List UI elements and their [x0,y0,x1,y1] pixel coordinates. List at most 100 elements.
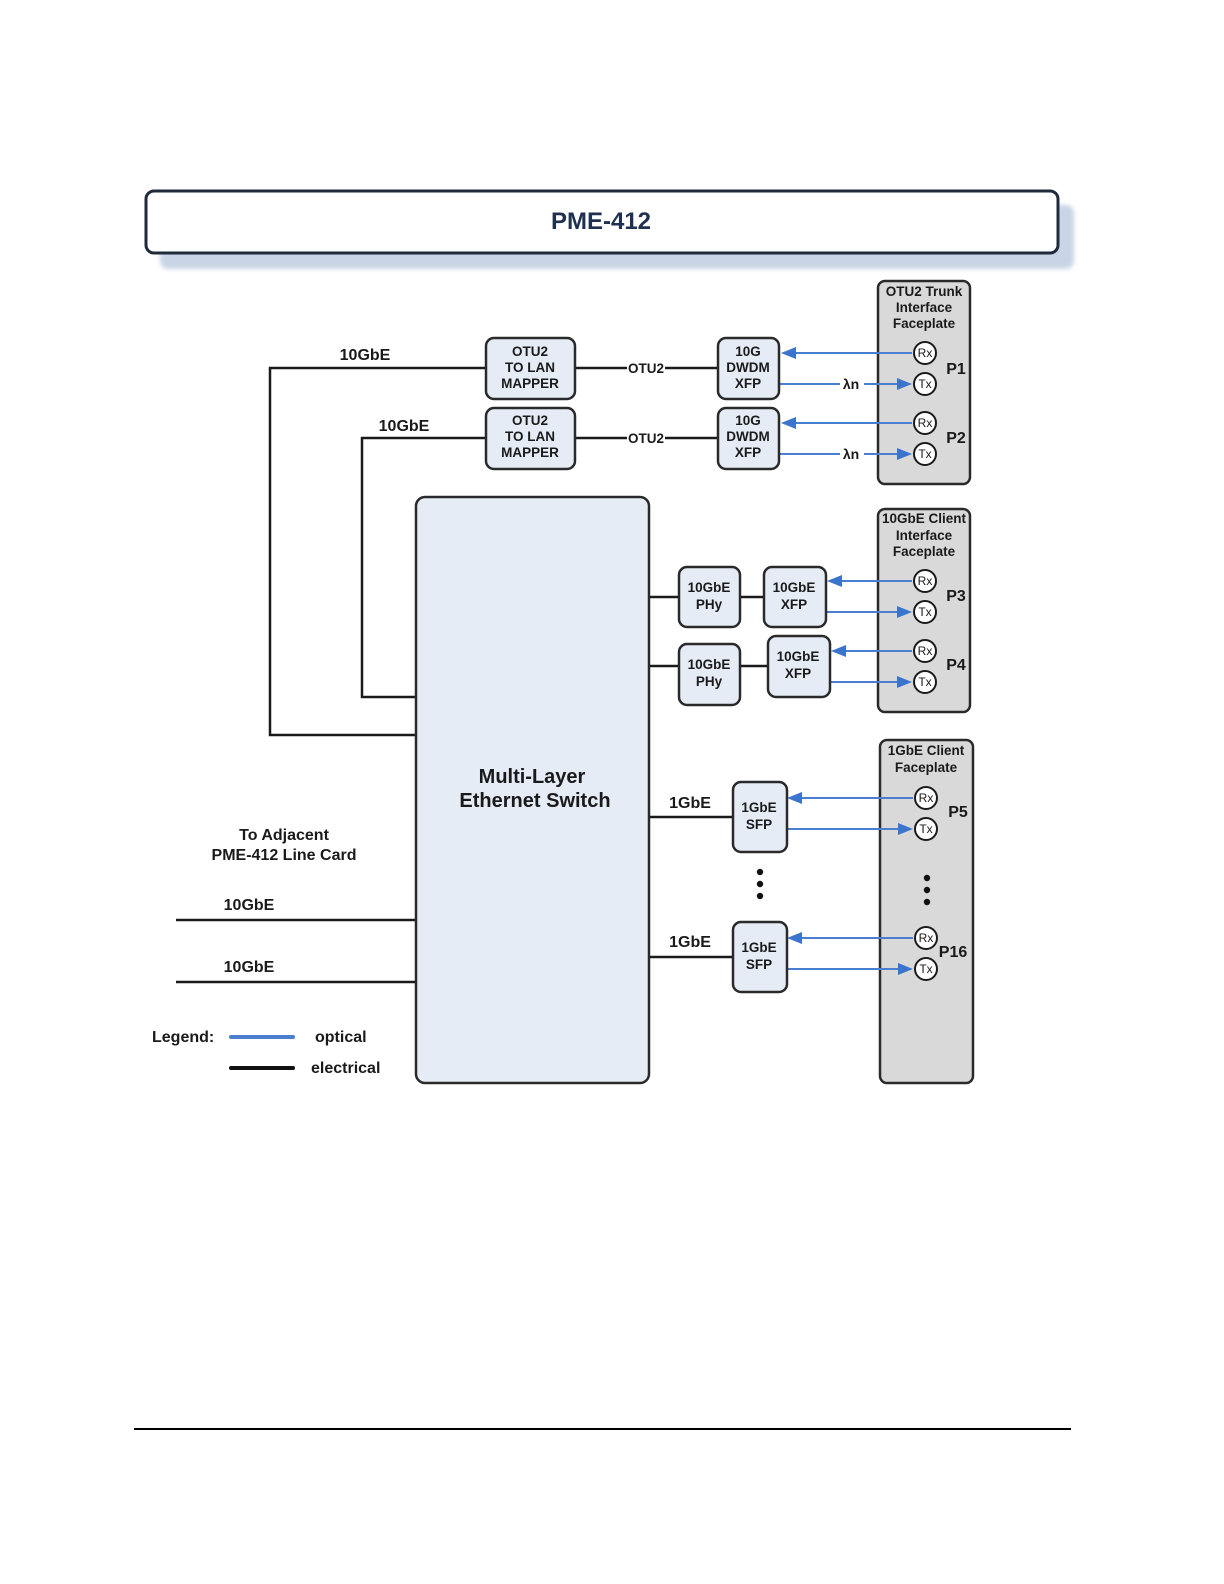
arrow-icon [898,823,913,835]
arrow-icon [897,606,912,618]
dwdm-xfp-text-line: XFP [735,445,761,460]
rx-port-icon [913,639,937,663]
arrow-icon [898,963,913,975]
client-xfp-box [766,634,832,699]
rx-label: Rx [918,416,933,430]
arrow-icon [787,792,802,804]
arrow-icon [897,378,912,390]
arrow-icon [781,417,796,429]
sfp-block-2: 1GbE SFP [731,920,789,994]
port-number-p2: P2 [946,430,966,447]
mapper-2-to-switch-line [360,436,487,699]
arrow-icon [897,676,912,688]
port-p3: Rx Tx P3 [913,569,966,624]
tx-port-icon [914,817,938,841]
lambda-label-2: λn [843,446,859,462]
dwdm-xfp-text-line: DWDM [726,429,770,444]
electrical-wiring [176,366,768,984]
adjacent-label-line-2: PME-412 Line Card [212,847,357,864]
faceplate-1gbe-title-line-2: Faceplate [895,760,958,775]
tx-label: Tx [919,822,932,836]
tx-port-icon [914,957,938,981]
arrow-icon [787,932,802,944]
mapper-1-to-switch-line [268,366,487,737]
switch-box [414,495,651,1085]
port-number-p3: P3 [946,588,966,605]
sfp-text-line: SFP [746,817,772,832]
phy-box [677,642,742,707]
client-xfp-text-line: XFP [781,597,807,612]
legend-electrical-label: electrical [311,1060,380,1077]
sfp-text-line: 1GbE [741,800,776,815]
legend: Legend: optical electrical [152,1029,380,1077]
port-number-p1: P1 [946,361,966,378]
faceplate-1gbe-title-line-1: 1GbE Client [888,743,965,758]
tx-label: Tx [918,447,931,461]
lambda-label-bg [840,444,864,462]
optical-links: λn λn [779,347,913,975]
rx-label: Rx [919,791,934,805]
client-xfp-text-line: 10GbE [777,649,820,664]
ellipsis-dot [756,868,764,876]
phy-text-line: PHy [696,597,723,612]
adjacent-link-2-label: 10GbE [224,959,275,976]
adjacent-line-card: To Adjacent PME-412 Line Card 10GbE 10Gb… [212,827,357,976]
rx-port-icon [913,411,937,435]
rx-label: Rx [918,346,933,360]
faceplate-otu2-title-line-2: Interface [896,300,953,315]
mapper-block-2: OTU2 TO LAN MAPPER [484,406,577,471]
client-xfp-box [762,565,828,629]
port-p16: Rx Tx P16 [914,926,968,981]
phy-text-line: 10GbE [688,580,731,595]
mapper-2-input-label: 10GbE [379,418,430,435]
rx-port-icon [914,786,938,810]
tx-label: Tx [918,605,931,619]
rx-label: Rx [918,644,933,658]
port-number-p5: P5 [948,804,968,821]
faceplate-10gbe-title-line-3: Faceplate [893,544,956,559]
rx-port-icon [913,341,937,365]
otu2-label-bg [627,360,665,376]
ellipsis-dot [756,892,764,900]
lambda-label-bg [840,374,864,392]
mapper-text-line: OTU2 [512,413,548,428]
faceplate-10gbe-title-line-2: Interface [896,528,953,543]
mapper-box [484,406,577,471]
dwdm-xfp-box [716,406,781,471]
title-banner: PME-412 [144,189,1074,269]
arrow-icon [831,645,846,657]
tx-port-icon [913,600,937,624]
tx-port-icon [913,372,937,396]
otu2-link-label-1: OTU2 [628,361,664,376]
sfp-box [731,920,789,994]
mapper-text-line: OTU2 [512,344,548,359]
otu2-label-bg [627,430,665,446]
diagram-title: PME-412 [551,208,651,235]
client-xfp-text-line: XFP [785,666,811,681]
port-p1: Rx Tx P1 [913,341,966,396]
arrow-icon [781,347,796,359]
switch-title-line-1: Multi-Layer [479,766,586,788]
client-xfp-text-line: 10GbE [773,580,816,595]
ellipsis-dot [923,886,931,894]
tx-label: Tx [918,377,931,391]
mapper-1-input-label: 10GbE [340,347,391,364]
tx-port-icon [913,442,937,466]
mapper-block-1: OTU2 TO LAN MAPPER [484,336,577,401]
phy-block-2: 10GbE PHy [677,642,742,707]
sfp-text-line: 1GbE [741,940,776,955]
mapper-box [484,336,577,401]
dwdm-xfp-text-line: 10G [735,413,761,428]
port-number-p16: P16 [939,944,968,961]
switch-title-line-2: Ethernet Switch [459,790,610,812]
tx-port-icon [913,670,937,694]
mapper-text-line: TO LAN [505,429,555,444]
sfp-1-link-label: 1GbE [669,795,711,812]
port-number-p4: P4 [946,657,966,674]
dwdm-xfp-block-2: 10G DWDM XFP [716,406,781,471]
adjacent-label-line-1: To Adjacent [239,827,329,844]
sfp-block-1: 1GbE SFP [731,780,789,854]
arrow-icon [897,448,912,460]
mapper-text-line: TO LAN [505,360,555,375]
